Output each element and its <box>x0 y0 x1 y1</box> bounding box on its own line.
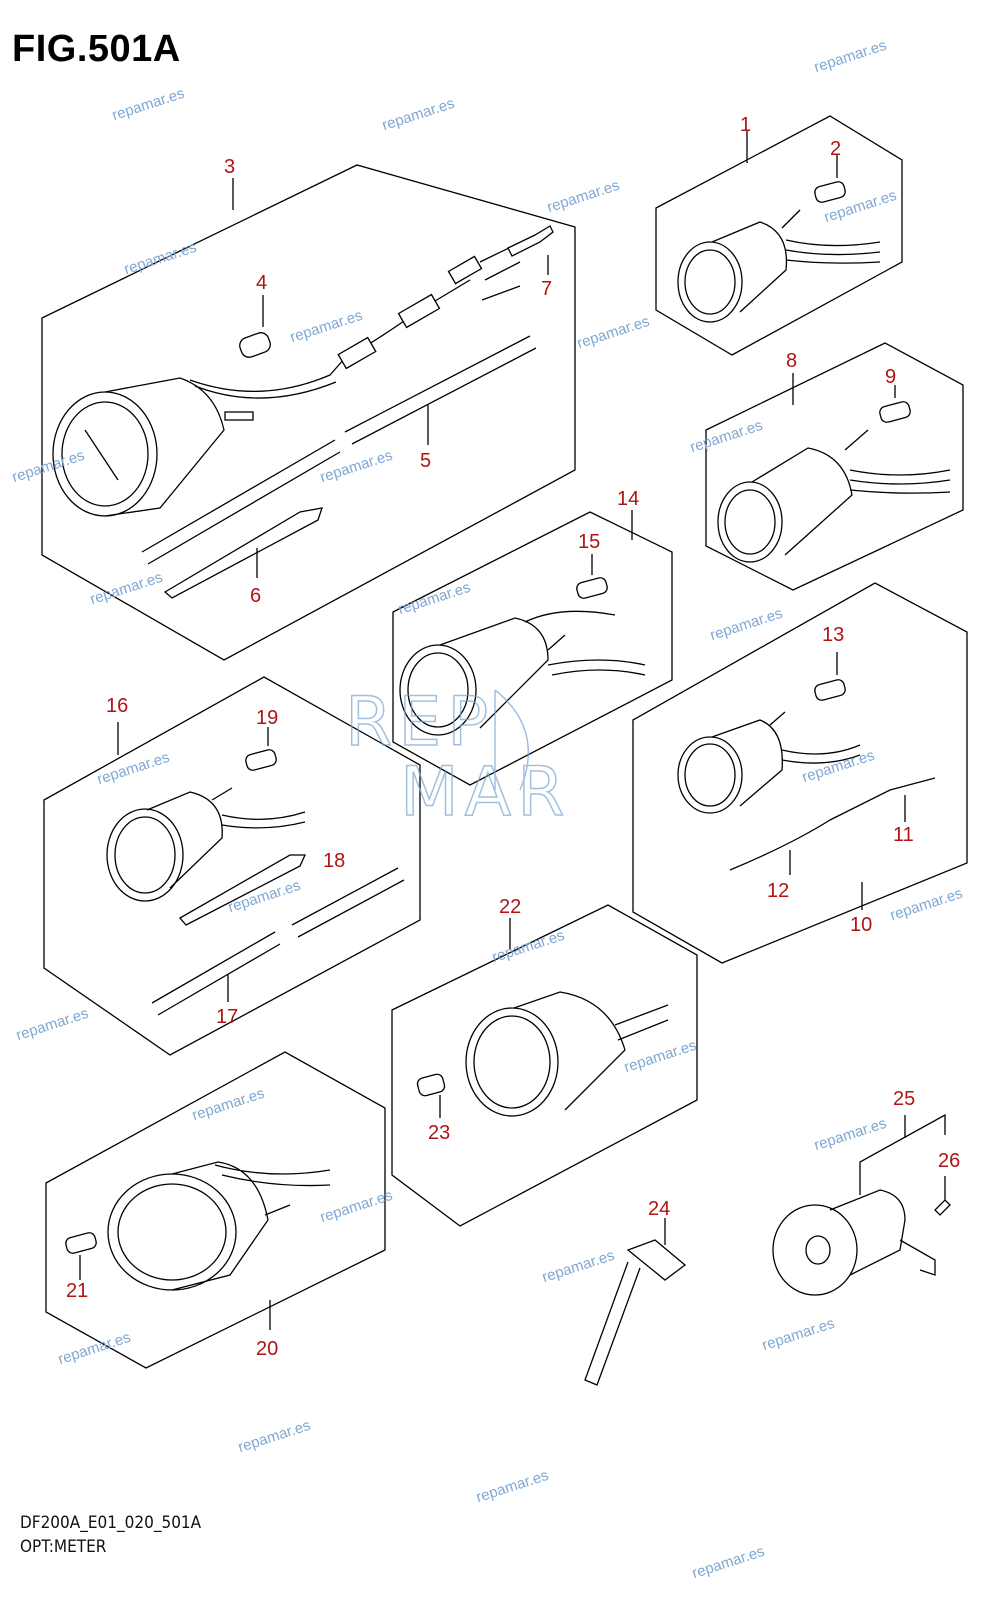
panel-group-10 <box>632 582 968 964</box>
callout-1[interactable]: 1 <box>740 114 752 136</box>
callout-18[interactable]: 18 <box>323 850 346 872</box>
callout-16[interactable]: 16 <box>106 695 129 717</box>
figure-name: OPT:METER <box>20 1537 107 1557</box>
figure-code: DF200A_E01_020_501A <box>20 1513 202 1533</box>
loose-parts <box>584 1113 951 1386</box>
callout-11[interactable]: 11 <box>893 824 914 846</box>
callout-15[interactable]: 15 <box>578 531 601 553</box>
callout-19[interactable]: 19 <box>256 707 279 729</box>
callout-13[interactable]: 13 <box>822 624 845 646</box>
callout-5[interactable]: 5 <box>420 450 432 472</box>
repmar-logo: REP MAR <box>344 682 570 833</box>
svg-text:MAR: MAR <box>400 753 570 832</box>
callout-23[interactable]: 23 <box>428 1122 451 1144</box>
callout-17[interactable]: 17 <box>216 1006 239 1028</box>
callout-9[interactable]: 9 <box>885 366 897 388</box>
callout-25[interactable]: 25 <box>893 1088 916 1110</box>
panel-group-14 <box>392 510 673 786</box>
figure-title: FIG.501A <box>12 28 181 70</box>
callout-7[interactable]: 7 <box>541 278 553 300</box>
panel-group-8 <box>705 342 964 591</box>
svg-text:REP: REP <box>345 683 494 762</box>
panel-group-3 <box>41 164 576 661</box>
panel-group-16 <box>43 676 421 1056</box>
callout-4[interactable]: 4 <box>256 272 268 294</box>
callout-24[interactable]: 24 <box>648 1198 671 1220</box>
callout-8[interactable]: 8 <box>786 350 798 372</box>
callout-2[interactable]: 2 <box>830 138 842 160</box>
callout-10[interactable]: 10 <box>850 914 873 936</box>
callout-14[interactable]: 14 <box>617 488 640 510</box>
callout-20[interactable]: 20 <box>256 1338 279 1360</box>
callout-3[interactable]: 3 <box>224 156 236 178</box>
callout-21[interactable]: 21 <box>66 1280 89 1302</box>
callout-12[interactable]: 12 <box>767 880 790 902</box>
callout-6[interactable]: 6 <box>250 585 262 607</box>
panel-group-1 <box>655 115 903 356</box>
panel-group-22 <box>391 904 698 1227</box>
callout-22[interactable]: 22 <box>499 896 522 918</box>
callout-26[interactable]: 26 <box>938 1150 961 1172</box>
panel-group-20 <box>45 1051 386 1369</box>
